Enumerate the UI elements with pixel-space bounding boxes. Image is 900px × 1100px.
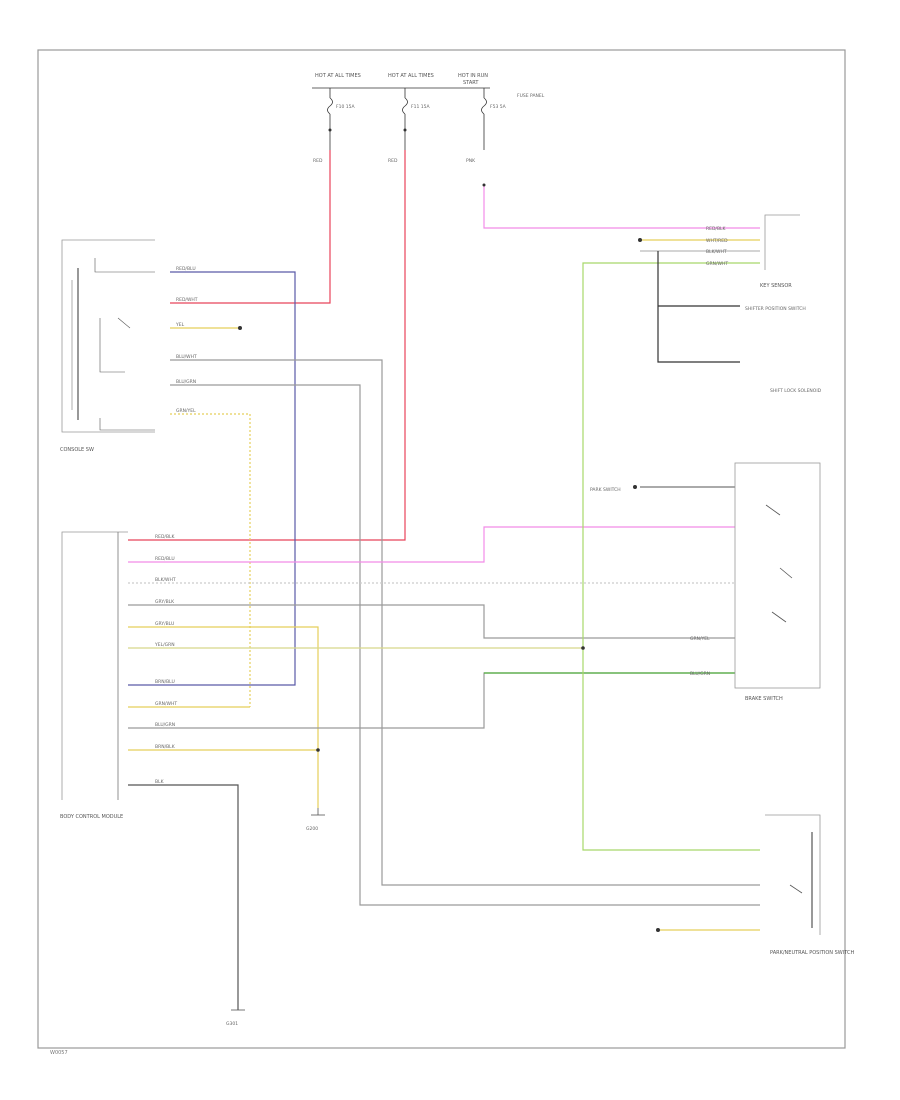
splice-dot — [638, 238, 642, 242]
right-pin-label-4: GRN/WHT — [706, 261, 728, 267]
fuse-panel: HOT AT ALL TIMES HOT AT ALL TIMES HOT IN… — [312, 73, 545, 164]
bcm-pin-label-5: GRY/BLU — [155, 621, 174, 627]
wire-pink-bcm2 — [128, 526, 735, 563]
splice-dot — [328, 128, 332, 132]
brake-switch-contact-1 — [765, 504, 781, 516]
bcm-pin-label-10: BRN/BLK — [155, 744, 176, 750]
pnp-contact — [789, 884, 803, 894]
body-control-module: BODY CONTROL MODULE RED/BLK RED/BLU BLK/… — [60, 531, 177, 820]
wire-lightgreen-vertical — [582, 262, 760, 851]
bcm-pin-label-9: BLU/GRN — [155, 722, 175, 728]
console-switch: CONSOLE SW RED/BLU RED/WHT YEL BLU/WHT B… — [60, 239, 198, 453]
key-sensor-outline — [764, 214, 800, 270]
console-pin-label-4: BLU/WHT — [176, 354, 197, 360]
wire-gray-console4 — [170, 359, 760, 886]
wire-yellow-console6 — [170, 413, 251, 707]
brake-switch-contact-3 — [771, 611, 787, 623]
splice-dot — [316, 748, 320, 752]
bcm-pin-label-3: BLK/WHT — [155, 577, 176, 583]
console-switch-arm-2 — [99, 318, 125, 373]
bcm-pin-label-7: BRN/BLU — [155, 679, 175, 685]
key-sensor: KEY SENSOR RED/BLK WHT/RED BLK/WHT GRN/W… — [706, 214, 800, 289]
fuse-panel-label: FUSE PANEL — [517, 93, 545, 99]
wire-pink-fuse3 — [483, 185, 760, 229]
figure-code: W0057 — [50, 1050, 68, 1056]
fuse-label-3: HOT IN RUN — [458, 73, 488, 79]
bcm-pin-label-4: GRY/BLK — [155, 599, 175, 605]
wire-gray-console5 — [170, 384, 760, 906]
pnp-label: PARK/NEUTRAL POSITION SWITCH — [770, 950, 854, 956]
splice-dot — [581, 646, 585, 650]
brake-switch: GRN/YEL BLU/GRN BRAKE SWITCH — [690, 462, 821, 702]
right-pin-label-3: BLK/WHT — [706, 249, 727, 255]
console-switch-contact — [117, 317, 131, 329]
console-switch-label: CONSOLE SW — [60, 447, 94, 453]
console-switch-arm-3 — [99, 418, 155, 431]
wire-dark-shiftlock — [657, 251, 740, 363]
shift-lock-label: SHIFT LOCK SOLENOID — [770, 388, 822, 394]
bcm-outline — [61, 531, 128, 800]
bcm-pin-label-6: YEL/GRN — [154, 642, 175, 648]
console-pin-label-5: BLU/GRN — [176, 379, 196, 385]
bcm-pin-label-2: RED/BLU — [155, 556, 175, 562]
bcm-pin-label-11: BLK — [155, 779, 165, 785]
wire-red-fuse1 — [170, 150, 331, 304]
splice-dots — [238, 128, 660, 932]
brake-pin-label-6: BLU/GRN — [690, 671, 710, 677]
fuse-label-3-sub: START — [463, 80, 479, 86]
console-pin-label-1: RED/BLU — [176, 266, 196, 272]
bcm-pin-label-1: RED/BLK — [155, 534, 176, 540]
park-neutral-switch: PARK/NEUTRAL POSITION SWITCH — [765, 814, 854, 956]
key-sensor-label: KEY SENSOR — [760, 283, 792, 289]
console-pin-label-3: YEL — [175, 322, 185, 328]
brake-pin-label-5: GRN/YEL — [690, 636, 710, 642]
splice-dot — [633, 485, 637, 489]
wire-label-top-3: PNK — [466, 158, 476, 164]
bcm-label: BODY CONTROL MODULE — [60, 814, 123, 820]
console-pin-label-6: GRN/YEL — [176, 408, 196, 414]
wires — [128, 150, 760, 1010]
fuse-1-amp: F10 15A — [336, 104, 355, 110]
brake-switch-contact-2 — [779, 567, 793, 579]
wire-gray-bcm4 — [128, 604, 735, 639]
fuse-3-amp: F53 5A — [490, 104, 507, 110]
fuse-2-amp: F11 15A — [411, 104, 430, 110]
ground-g301-label: G301 — [226, 1021, 238, 1027]
fuse-2-symbol — [402, 97, 408, 115]
wire-blue — [128, 271, 296, 686]
splice-dot — [238, 326, 242, 330]
right-pin-label-1: RED/BLK — [706, 226, 727, 232]
splice-dot — [403, 128, 407, 132]
console-pin-label-2: RED/WHT — [176, 297, 198, 303]
pnp-outline — [765, 814, 821, 935]
fuse-label-1: HOT AT ALL TIMES — [315, 73, 361, 79]
console-switch-outline — [61, 239, 155, 433]
diagram-frame — [37, 49, 846, 1049]
park-switch-label: PARK SWITCH — [590, 487, 621, 493]
ground-g200: G200 — [306, 808, 325, 832]
fuse-3-symbol — [481, 97, 487, 115]
bcm-pin-label-8: GRN/WHT — [155, 701, 177, 707]
wire-dark-bcm11 — [128, 784, 239, 1010]
wire-green-bcm7 — [128, 672, 735, 729]
ground-g301: G301 — [226, 1009, 245, 1027]
fuse-label-2: HOT AT ALL TIMES — [388, 73, 434, 79]
splice-dot — [482, 183, 486, 187]
wire-label-top-1: RED — [313, 158, 323, 164]
brake-switch-outline — [734, 462, 821, 689]
wire-yellow-bcm5 — [128, 626, 319, 808]
ground-g200-label: G200 — [306, 826, 318, 832]
right-pin-label-2: WHT/RED — [706, 238, 728, 244]
shifter-switch-label: SHIFTER POSITION SWITCH — [745, 306, 806, 312]
wire-red-fuse2 — [128, 150, 406, 541]
splice-dot — [656, 928, 660, 932]
console-switch-arm — [94, 258, 155, 273]
fuse-1-symbol — [327, 97, 333, 115]
brake-switch-label: BRAKE SWITCH — [745, 696, 783, 702]
wire-label-top-2: RED — [388, 158, 398, 164]
